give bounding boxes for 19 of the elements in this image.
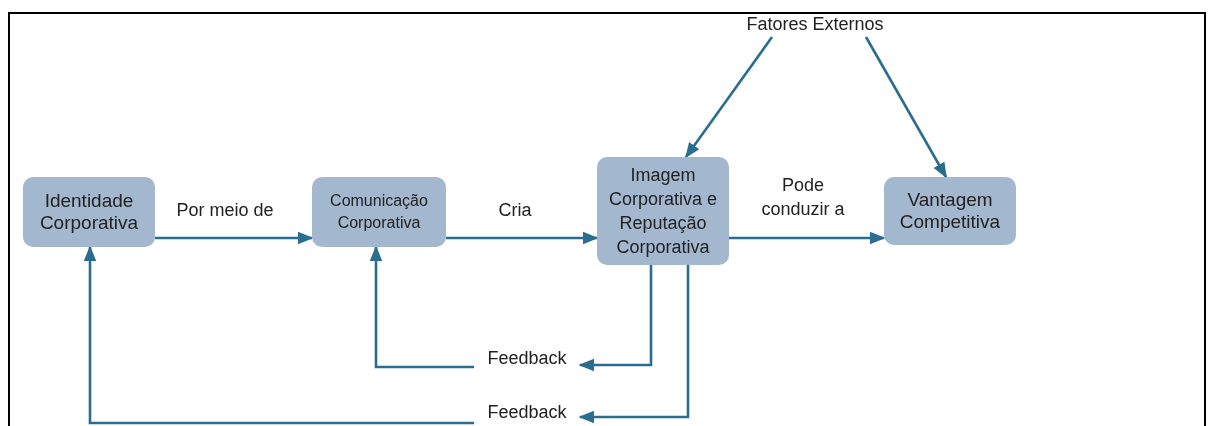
- arrow: [729, 231, 886, 245]
- node-label: Fatores Externos: [720, 11, 910, 37]
- arrow: [369, 245, 474, 369]
- process-box: Comunicação Corporativa: [312, 177, 446, 247]
- node-label: Feedback: [474, 345, 580, 371]
- edge-label: Pode conduzir a: [760, 174, 846, 221]
- edge-label: Cria: [497, 199, 533, 222]
- arrow: [446, 231, 599, 245]
- node-label: Feedback: [474, 399, 580, 425]
- arrow: [578, 265, 653, 372]
- arrow: [864, 36, 948, 179]
- process-box: Identidade Corporativa: [23, 177, 155, 247]
- arrow: [684, 36, 774, 159]
- arrow: [83, 245, 474, 425]
- arrow: [578, 265, 690, 424]
- arrow: [155, 231, 314, 245]
- process-box: Imagem Corporativa e Reputação Corporativa: [597, 157, 729, 265]
- edge-label: Por meio de: [175, 199, 275, 222]
- process-box: Vantagem Competitiva: [884, 177, 1016, 245]
